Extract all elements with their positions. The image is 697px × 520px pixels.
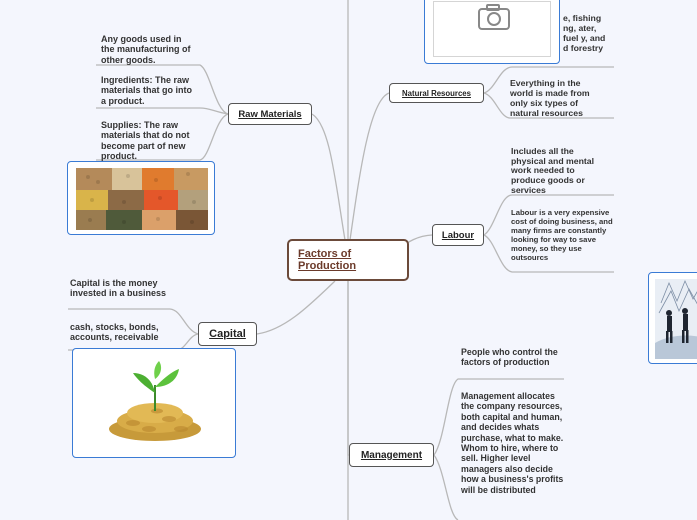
note-management-role: Management allocates the company resourc…	[461, 391, 564, 495]
capital-image	[72, 348, 236, 458]
topic-capital-label: Capital	[209, 328, 246, 340]
topic-raw-materials-label: Raw Materials	[238, 108, 302, 120]
topic-management-label: Management	[360, 449, 423, 461]
topic-capital[interactable]: Capital	[198, 322, 257, 346]
topic-management[interactable]: Management	[349, 443, 434, 467]
note-labour-cost: Labour is a very expensive cost of doing…	[511, 208, 613, 262]
note-raw-materials-ingredients: Ingredients: The raw materials that go i…	[101, 75, 193, 106]
topic-natural-resources[interactable]: Natural Resources	[389, 83, 484, 103]
topic-labour-label: Labour	[441, 229, 475, 241]
note-raw-materials-definition: Any goods used in the manufacturing of o…	[101, 34, 191, 65]
raw-materials-image	[67, 161, 215, 235]
note-management-definition: People who control the factors of produc…	[461, 347, 558, 368]
note-capital-definition: Capital is the money invested in a busin…	[70, 278, 167, 299]
note-labour-definition: Includes all the physical and mental wor…	[511, 146, 595, 195]
topic-labour[interactable]: Labour	[432, 224, 484, 246]
topic-raw-materials[interactable]: Raw Materials	[228, 103, 312, 125]
natural-resources-image	[424, 0, 560, 64]
note-natural-resources-list: e, fishing ng, ater, fuel y, and d fores…	[563, 13, 606, 53]
note-capital-examples: cash, stocks, bonds, accounts, receivabl…	[70, 322, 159, 343]
central-topic-label: Factors of Production	[298, 248, 357, 272]
note-raw-materials-supplies: Supplies: The raw materials that do not …	[101, 120, 190, 161]
camera-icon	[478, 4, 510, 30]
grains-seeds-picture	[76, 168, 208, 230]
topic-natural-resources-label: Natural Resources	[402, 88, 471, 98]
central-topic[interactable]: Factors of Production	[287, 239, 409, 281]
coins-plant-picture	[109, 361, 201, 441]
workers-picture	[655, 279, 697, 359]
note-natural-resources-types: Everything in the world is made from onl…	[510, 78, 590, 118]
labour-image	[648, 272, 697, 364]
